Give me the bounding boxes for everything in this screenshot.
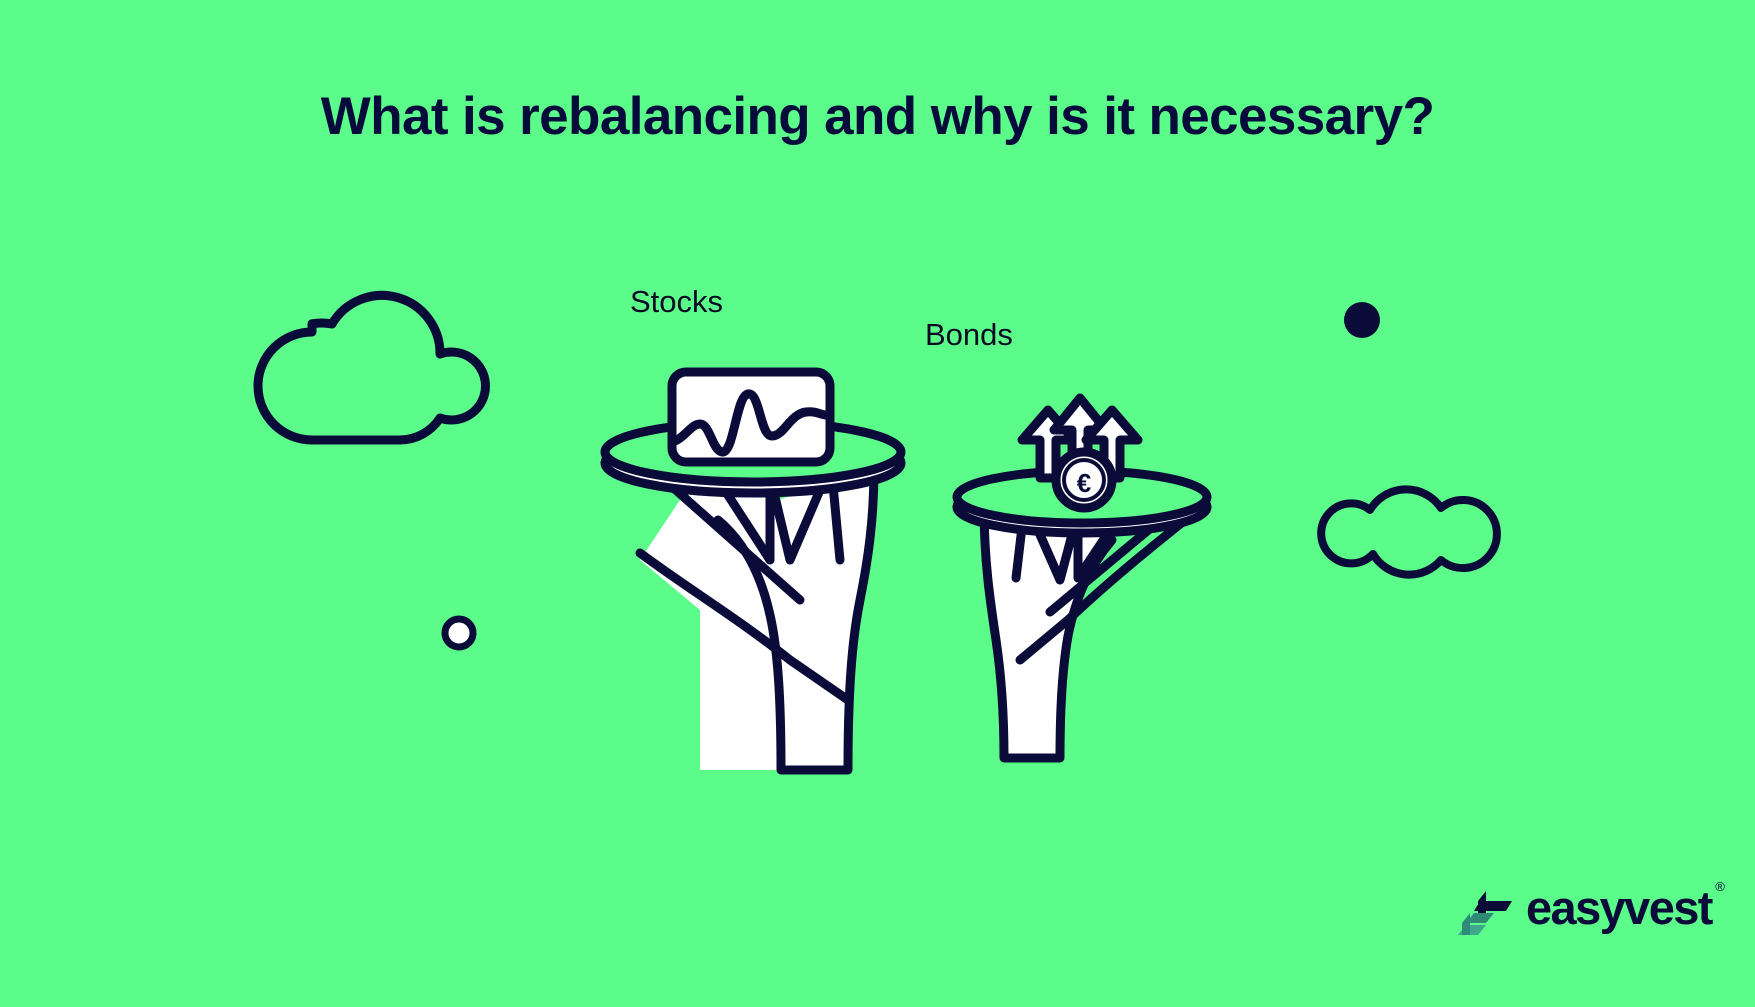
dot-hollow-icon <box>441 615 477 651</box>
easyvest-stairs-icon <box>1458 891 1512 935</box>
bonds-label: Bonds <box>925 317 1013 352</box>
left-hand-icon <box>635 463 879 775</box>
easyvest-wordmark: easyvest ® <box>1526 880 1725 934</box>
stocks-chart-card-icon <box>667 367 835 467</box>
page-title: What is rebalancing and why is it necess… <box>320 87 1435 146</box>
right-hand-icon <box>979 500 1199 763</box>
registered-mark: ® <box>1715 878 1725 894</box>
dot-filled-icon <box>1344 302 1380 338</box>
easyvest-logo[interactable]: easyvest ® <box>1448 879 1725 935</box>
cloud-large-icon <box>253 290 490 445</box>
euro-symbol: € <box>1077 468 1091 498</box>
cloud-small-icon <box>1317 485 1501 579</box>
stocks-label: Stocks <box>630 284 724 319</box>
euro-coin-icon: € <box>1051 447 1117 513</box>
stocks-tray-icon <box>600 417 906 498</box>
bonds-arrows-icon <box>1017 393 1143 483</box>
bonds-tray-icon <box>952 466 1212 538</box>
logo-text: easyvest <box>1526 880 1713 934</box>
